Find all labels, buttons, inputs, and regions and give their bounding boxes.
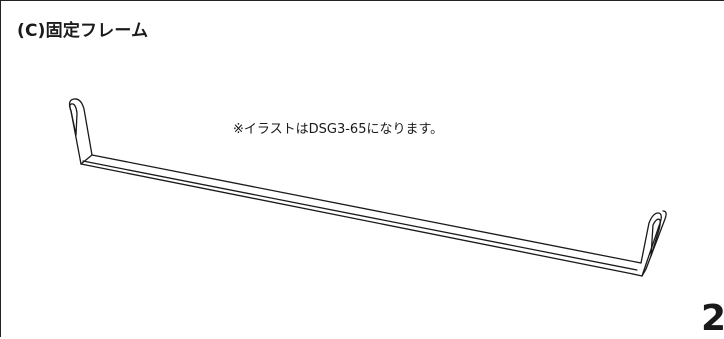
bar-bottom-edge xyxy=(80,163,634,275)
bar-top-edge xyxy=(91,154,642,264)
left-hook-slot xyxy=(69,103,78,136)
page-number: 2 xyxy=(701,298,724,339)
illustration-note: ※イラストはDSG3-65になります。 xyxy=(233,122,444,137)
section-title: (C)固定フレーム xyxy=(17,21,149,41)
left-hook-front xyxy=(80,154,93,165)
bar-face-line xyxy=(82,160,638,271)
left-hook-outline xyxy=(68,98,93,165)
right-hook-slot xyxy=(650,218,661,257)
right-hook-back xyxy=(641,210,667,277)
